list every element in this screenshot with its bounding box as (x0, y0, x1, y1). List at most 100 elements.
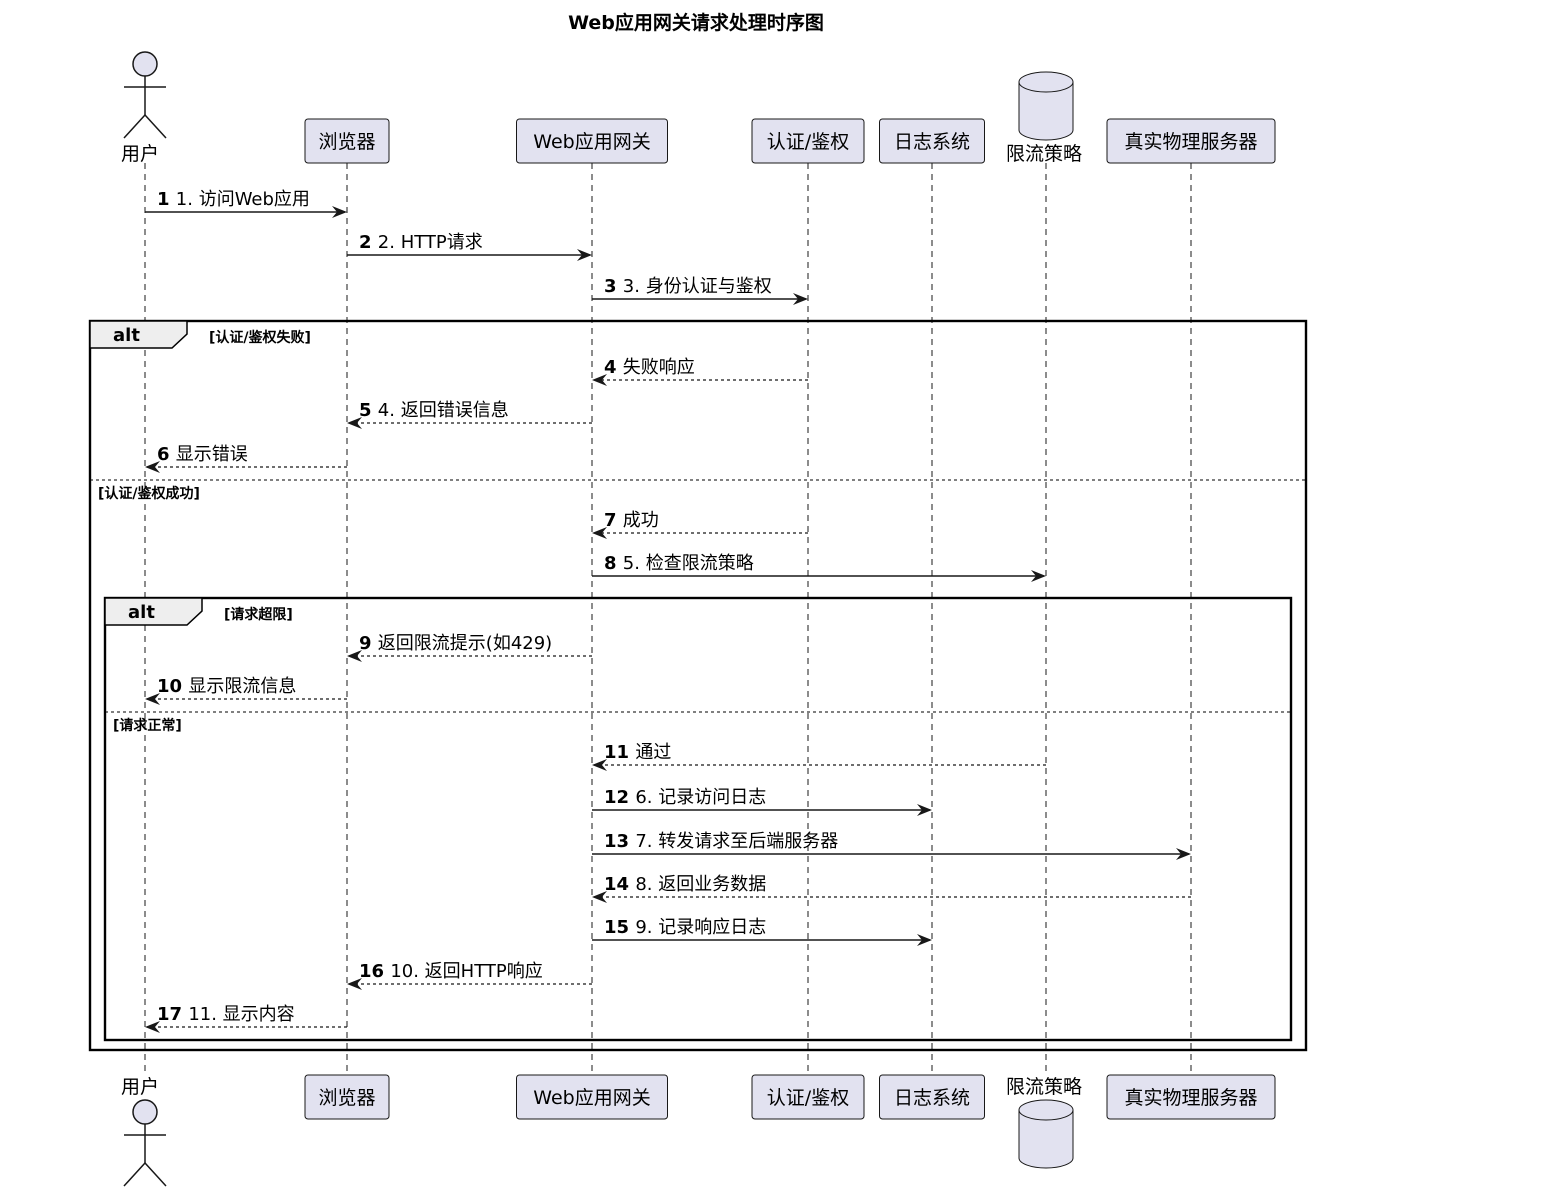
message-11: 11 通过 (592, 742, 1046, 771)
message-label: 10 显示限流信息 (157, 676, 296, 697)
participant-box (516, 1074, 668, 1120)
message-3: 3 3. 身份认证与鉴权 (592, 276, 808, 305)
message-number: 17 (157, 1004, 188, 1025)
fragment-border (88, 319, 1308, 1052)
arrowhead (577, 249, 592, 261)
fragment-keyword: alt (128, 602, 155, 623)
participant-log-bottom: 日志系统 (879, 1074, 985, 1120)
message-label: 2 2. HTTP请求 (359, 232, 483, 253)
participant-box (879, 118, 985, 164)
message-12: 12 6. 记录访问日志 (592, 787, 932, 816)
participants: 用户用户浏览器浏览器Web应用网关Web应用网关认证/鉴权认证/鉴权日志系统日志… (121, 51, 1276, 1187)
actor-legs (123, 113, 167, 139)
database-rim (1018, 1109, 1074, 1121)
messages: 1 1. 访问Web应用 2 2. HTTP请求 3 3. 身份认证与鉴权 4 失败响… (145, 189, 1191, 1033)
participant-label: Web应用网关 (533, 131, 650, 153)
participant-label: 认证/鉴权 (767, 1087, 849, 1109)
message-text: 4. 返回错误信息 (378, 400, 509, 421)
message-number: 12 (604, 787, 635, 808)
participant-label: 限流策略 (1006, 1076, 1082, 1098)
participant-box (1106, 118, 1276, 164)
fragments: alt [认证/鉴权失败] [认证/鉴权成功] alt [请求超限] [请求正常] (88, 319, 1308, 1052)
participant-server-top: 真实物理服务器 (1106, 118, 1276, 164)
message-text: 1. 访问Web应用 (176, 189, 310, 210)
message-number: 1 (157, 189, 176, 210)
arrowhead (917, 804, 932, 816)
message-number: 9 (359, 633, 378, 654)
fragment-condition: [请求正常] (113, 717, 182, 734)
participant-label: 用户 (121, 143, 159, 165)
fragment-condition: [认证/鉴权成功] (98, 485, 200, 502)
participant-browser-bottom: 浏览器 (304, 1074, 390, 1120)
participant-label: 浏览器 (318, 131, 375, 153)
participant-label: 真实物理服务器 (1124, 131, 1257, 153)
message-text: 失败响应 (623, 357, 695, 378)
arrowhead (347, 978, 362, 990)
arrowhead (592, 527, 607, 539)
alt-fragment-2: alt [请求超限] [请求正常] (103, 596, 1293, 1042)
message-number: 2 (359, 232, 378, 253)
participant-label: 真实物理服务器 (1124, 1087, 1257, 1109)
message-label: 7 成功 (604, 510, 659, 531)
message-number: 6 (157, 444, 176, 465)
fragment-condition: [认证/鉴权失败] (209, 329, 311, 346)
arrowhead (917, 934, 932, 946)
message-5: 5 4. 返回错误信息 (347, 400, 592, 429)
fragment-tab (89, 320, 188, 349)
actor-legs (123, 1161, 167, 1187)
participant-label: 日志系统 (894, 1087, 970, 1109)
fragment-keyword: alt (113, 325, 140, 346)
fragment-tab (104, 597, 203, 626)
message-number: 13 (604, 831, 635, 852)
actor-head (132, 51, 158, 77)
fragment-condition: [请求超限] (224, 606, 293, 623)
actor-user-bottom: 用户 (121, 1076, 167, 1187)
message-label: 1 1. 访问Web应用 (157, 189, 310, 210)
actor-user-top: 用户 (121, 51, 167, 165)
message-label: 8 5. 检查限流策略 (604, 553, 754, 574)
message-number: 11 (604, 742, 635, 763)
message-text: 3. 身份认证与鉴权 (623, 276, 772, 297)
message-number: 7 (604, 510, 623, 531)
message-text: 9. 记录响应日志 (635, 917, 766, 938)
participant-label: Web应用网关 (533, 1087, 650, 1109)
message-label: 9 返回限流提示(如429) (359, 633, 552, 654)
participant-label: 日志系统 (894, 131, 970, 153)
alt-fragment-1: alt [认证/鉴权失败] [认证/鉴权成功] (88, 319, 1308, 1052)
database-ratelimit-top: 限流策略 (1006, 71, 1082, 165)
participant-box (516, 118, 668, 164)
database-ratelimit-bottom: 限流策略 (1006, 1076, 1082, 1169)
participant-label: 用户 (121, 1076, 159, 1098)
arrowhead (592, 891, 607, 903)
participant-auth-bottom: 认证/鉴权 (751, 1074, 865, 1120)
message-label: 13 7. 转发请求至后端服务器 (604, 831, 838, 852)
message-17: 17 11. 显示内容 (145, 1004, 347, 1033)
participant-box (304, 118, 390, 164)
message-text: 5. 检查限流策略 (623, 553, 754, 574)
arrowhead (1176, 848, 1191, 860)
message-label: 4 失败响应 (604, 357, 695, 378)
arrowhead (1031, 570, 1046, 582)
message-text: 通过 (635, 742, 671, 763)
participant-server-bottom: 真实物理服务器 (1106, 1074, 1276, 1120)
arrowhead (347, 417, 362, 429)
participant-box (751, 118, 865, 164)
arrowhead (145, 693, 160, 705)
message-text: 返回限流提示(如429) (378, 633, 552, 654)
message-text: 10. 返回HTTP响应 (390, 961, 542, 982)
message-number: 14 (604, 874, 635, 895)
message-number: 15 (604, 917, 635, 938)
database-rim (1018, 81, 1074, 93)
message-9: 9 返回限流提示(如429) (347, 633, 592, 662)
message-text: 2. HTTP请求 (378, 232, 483, 253)
arrowhead (332, 206, 347, 218)
message-4: 4 失败响应 (592, 357, 808, 386)
message-16: 16 10. 返回HTTP响应 (347, 961, 592, 990)
message-text: 成功 (623, 510, 659, 531)
lifelines (144, 163, 1192, 1075)
message-text: 6. 记录访问日志 (635, 787, 766, 808)
message-text: 显示限流信息 (188, 676, 296, 697)
diagram-title: Web应用网关请求处理时序图 (568, 11, 824, 34)
participant-log-top: 日志系统 (879, 118, 985, 164)
message-number: 16 (359, 961, 390, 982)
